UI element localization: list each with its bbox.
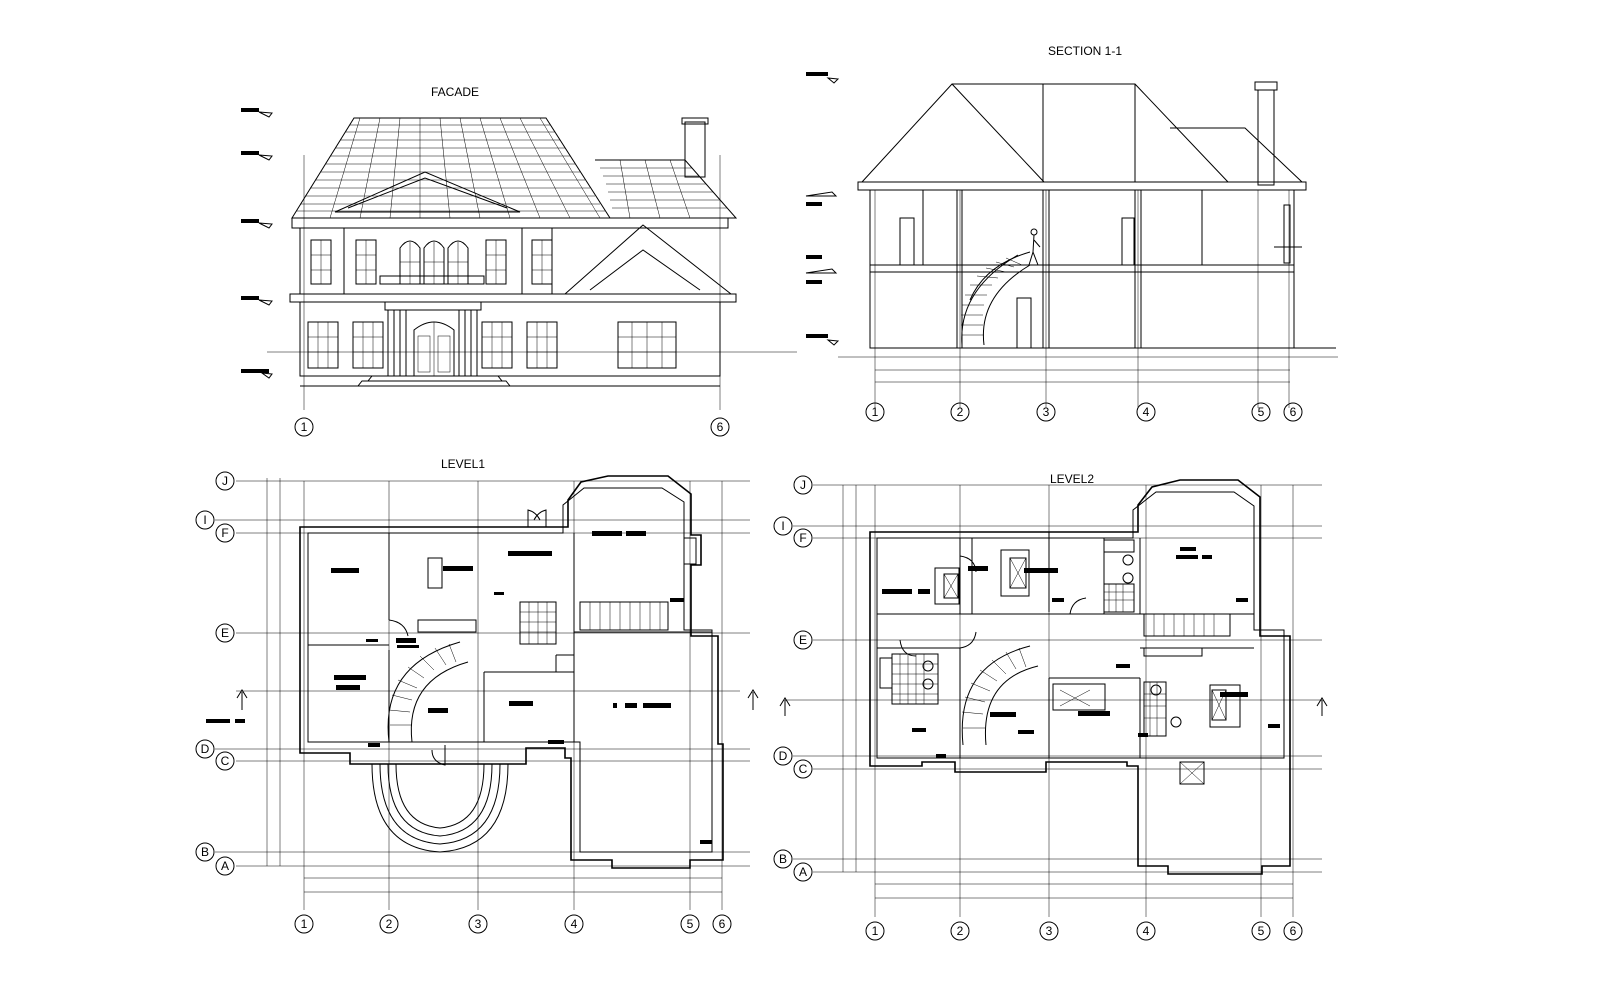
level1-row-i: I <box>203 513 206 527</box>
level1-row-bubbles: J I F E D C B A <box>195 471 235 876</box>
level2-floor-plan: J I F E D C B A 1 2 3 4 5 6 <box>773 475 1328 941</box>
roof-hatch-main <box>296 117 605 219</box>
level1-col-2: 2 <box>386 917 393 931</box>
section-staircase <box>961 251 1031 346</box>
level2-row-d: D <box>779 749 788 763</box>
level2-row-e: E <box>799 633 807 647</box>
level2-room-labels <box>882 547 1280 758</box>
level2-curved-stair <box>961 645 1039 746</box>
level2-col-2: 2 <box>957 924 964 938</box>
level1-col-6: 6 <box>719 917 726 931</box>
section-level-markers <box>805 72 840 346</box>
level1-col-5: 5 <box>687 917 694 931</box>
level1-grid-pattern <box>520 602 556 644</box>
section-col-4: 4 <box>1143 405 1150 419</box>
level2-column-bubbles: 1 2 3 4 5 6 <box>865 921 1303 941</box>
level1-col-3: 3 <box>475 917 482 931</box>
roof-hatch-wing <box>600 159 727 219</box>
facade-title: FACADE <box>431 85 479 99</box>
level1-room-labels <box>206 531 712 844</box>
section-col-3: 3 <box>1043 405 1050 419</box>
lower-windows <box>307 321 677 369</box>
level2-row-c: C <box>799 762 808 776</box>
level2-col-4: 4 <box>1143 924 1150 938</box>
level1-walls <box>299 475 724 869</box>
facade-elevation: 1 6 <box>241 108 797 437</box>
level2-col-3: 3 <box>1046 924 1053 938</box>
level2-col-5: 5 <box>1258 924 1265 938</box>
level1-row-f: F <box>221 526 228 540</box>
section-elevation: 1 2 3 4 5 6 <box>805 72 1338 422</box>
level2-row-bubbles: J I F E D C B A <box>773 475 813 882</box>
level1-stairs-right <box>589 602 661 630</box>
level1-row-j: J <box>222 474 228 488</box>
level2-stairs-right <box>1143 614 1215 657</box>
level1-row-d: D <box>201 742 210 756</box>
level1-col-gridlines <box>303 481 723 910</box>
upper-windows <box>310 239 553 285</box>
level2-row-f: F <box>799 531 806 545</box>
section-col-2: 2 <box>957 405 964 419</box>
facade-level-markers <box>241 108 273 379</box>
level1-row-b: B <box>201 845 209 859</box>
facade-col-6: 6 <box>717 420 724 434</box>
level2-row-j: J <box>800 478 806 492</box>
section-col-5: 5 <box>1258 405 1265 419</box>
portico <box>356 301 512 387</box>
level1-curved-stair <box>387 641 469 743</box>
facade-col-1: 1 <box>301 420 308 434</box>
level1-terrace <box>371 763 509 853</box>
level2-walls <box>869 479 1291 875</box>
level2-row-b: B <box>779 852 787 866</box>
level2-title: LEVEL2 <box>1050 472 1094 486</box>
level2-bathrooms <box>879 539 1205 785</box>
level1-row-e: E <box>221 626 229 640</box>
section-title: SECTION 1-1 <box>1048 44 1122 58</box>
facade-column-bubbles: 1 6 <box>294 417 730 437</box>
person-figure <box>1028 228 1041 266</box>
section-col-6: 6 <box>1290 405 1297 419</box>
level1-col-1: 1 <box>301 917 308 931</box>
section-col-1: 1 <box>872 405 879 419</box>
level1-row-a: A <box>221 859 229 873</box>
level2-col-6: 6 <box>1290 924 1297 938</box>
section-column-bubbles: 1 2 3 4 5 6 <box>865 402 1303 422</box>
level2-row-a: A <box>799 865 807 879</box>
level1-title: LEVEL1 <box>441 457 485 471</box>
level1-column-bubbles: 1 2 3 4 5 6 <box>294 914 732 934</box>
level1-col-4: 4 <box>571 917 578 931</box>
level2-beds <box>934 549 1241 728</box>
level2-col-1: 1 <box>872 924 879 938</box>
level1-row-gridlines <box>215 480 750 867</box>
level2-row-i: I <box>781 519 784 533</box>
level1-row-c: C <box>221 754 230 768</box>
level1-floor-plan: J I F E D C B A 1 2 3 4 5 6 <box>195 471 759 934</box>
